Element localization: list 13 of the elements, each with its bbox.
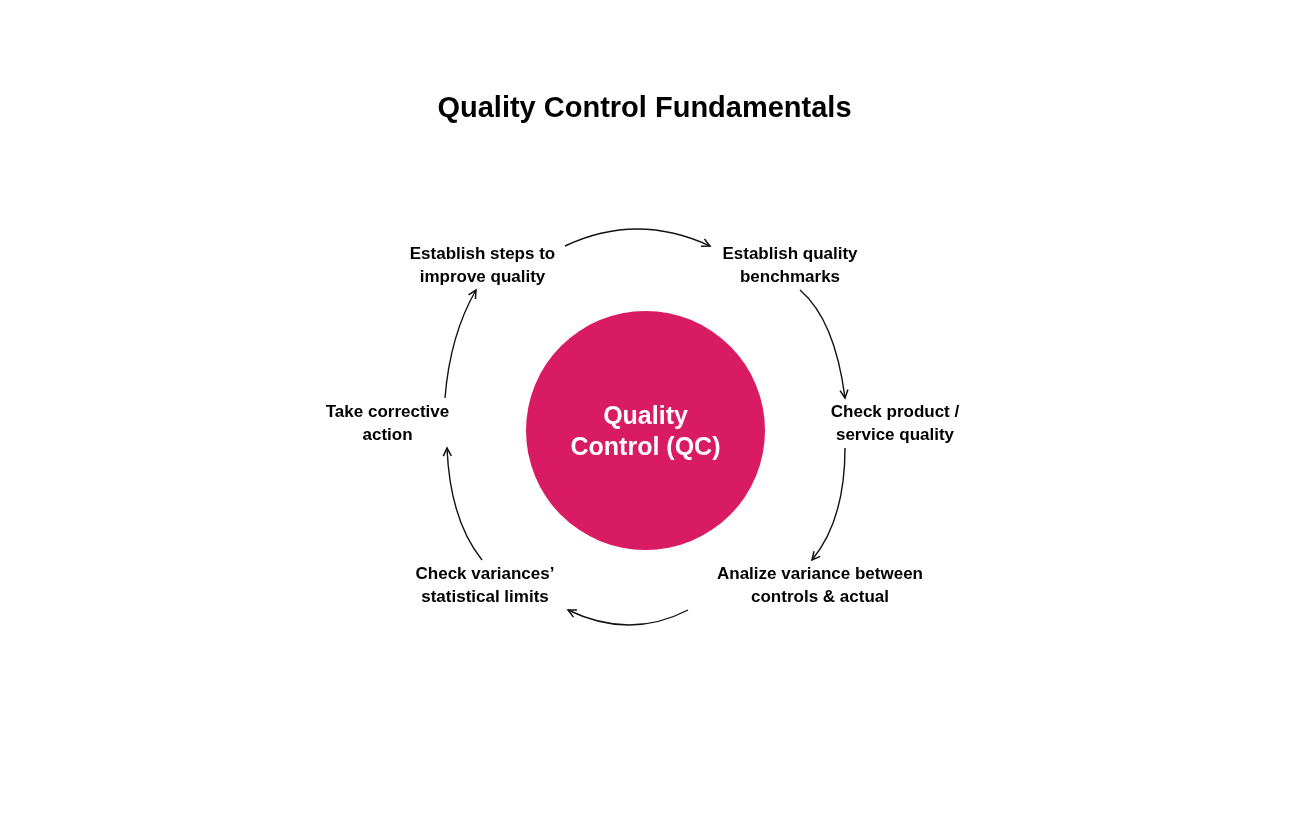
step-label: Take corrective action xyxy=(310,398,465,448)
curved-arrow xyxy=(811,447,846,561)
step-label: Establish quality benchmarks xyxy=(710,240,870,290)
curved-arrow xyxy=(444,289,477,399)
diagram-title: Quality Control Fundamentals xyxy=(437,90,852,125)
step-label: Analize variance between controls & actual xyxy=(700,560,940,610)
curved-arrow xyxy=(799,289,849,399)
step-label: Establish steps to improve quality xyxy=(400,240,565,290)
curved-arrow xyxy=(567,608,689,626)
step-label: Check variances’ statistical limits xyxy=(400,560,570,610)
step-label: Check product / service quality xyxy=(812,398,978,448)
curved-arrow xyxy=(564,228,711,248)
curved-arrow xyxy=(442,447,483,561)
